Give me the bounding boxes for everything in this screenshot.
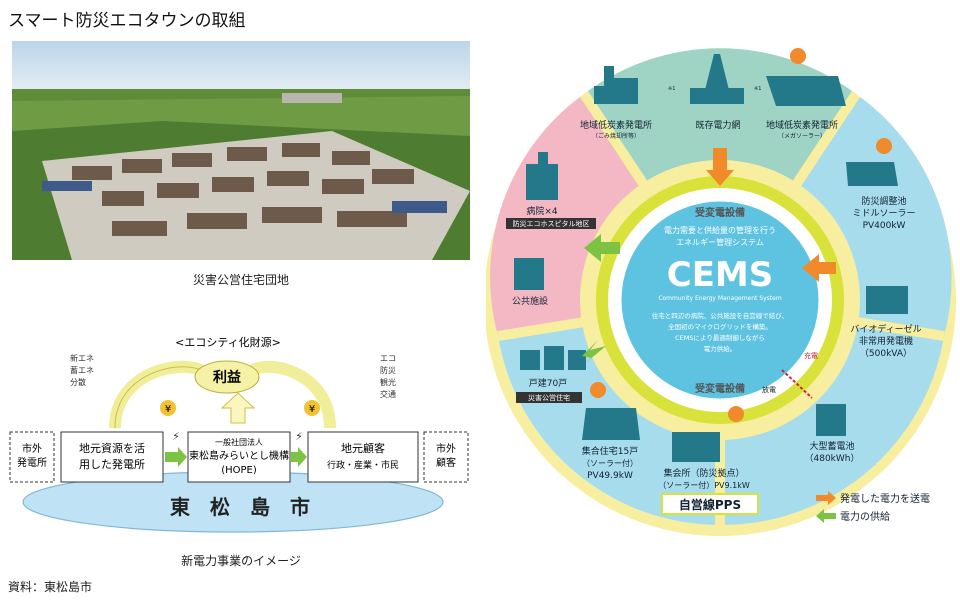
corp-small: 一般社団法人 [215,437,263,447]
hospital-label: 病院×4 [526,205,558,217]
cems-desc-1: 住宅と四辺の病院、公共施設を自営線で結び、 [652,311,789,320]
lightning-icon: ⚡ [172,430,180,443]
svg-text:¥: ¥ [309,404,315,415]
green-arrow-hospital [584,234,620,262]
note-mark-1: ※1 [668,86,675,92]
city-label: 東 松 島 市 [170,495,310,519]
apartment-2: （ソーラー付） [582,458,638,468]
right-note-4: 交通 [380,389,396,399]
apartment-3: PV49.9kW [587,471,633,481]
left-note-2: 蓄エネ [70,365,94,375]
discharge-label: 放電 [762,385,776,394]
cems-line2: エネルギー管理システム [676,237,764,247]
cems-desc-4: 電力供給。 [704,344,737,353]
hospital-icon [526,152,558,200]
meeting-hall-icon [672,432,720,462]
pps-label: 自営線PPS [679,497,741,512]
houses-tag: 災害公営住宅 [528,393,570,402]
hospital-tag: 防災エコホスピタル地区 [513,219,590,228]
plant-waste-2: （ごみ焼却所等） [592,132,640,140]
factory-icon [594,66,638,104]
power-arrow-1 [165,447,187,467]
sun-icon [876,138,892,154]
cems-title: CEMS [667,255,774,295]
power-tower-icon [690,54,744,104]
battery-1: 大型蓄電池 [809,440,854,452]
corp-abbr: (HOPE) [221,465,257,476]
ring-bottom-label: 受変電設備 [695,382,745,395]
legend-send: 発電した電力を送電 [840,492,930,505]
yen-coin-right: ¥ [304,400,320,416]
outside-plant-1: 市外 [22,442,42,455]
houses-icon [520,346,586,370]
houses-label: 戸建70戸 [529,377,567,389]
outside-plant-2: 発電所 [17,456,47,469]
page-title: スマート防災エコタウンの取組 [8,11,246,31]
left-note-1: 新エネ [70,353,94,363]
outside-customer-1: 市外 [436,442,456,455]
sun-icon [590,382,606,398]
new-power-business-diagram: 東 松 島 市 利益 <エコシティ化財源> 新エネ 蓄エネ 分散 エコ 防災 観… [9,335,469,533]
plant-waste-1: 地域低炭素発電所 [580,119,652,131]
left-note-3: 分散 [70,377,86,387]
bio-2: 非常用発電機 [859,335,913,347]
plant-mega-2: （メガソーラー） [778,132,826,140]
cems-desc-2: 全国初のマイクログリッドを構築。 [668,322,772,331]
battery-2: （480kWh） [805,453,860,464]
corp-name: 東松島みらいとし機構 [189,449,289,462]
bio-3: （500kVA） [860,348,912,359]
profit-cloud: 利益 [194,360,260,394]
cems-core [618,198,822,402]
public-label: 公共施設 [512,295,548,307]
local-customers: 地元顧客 [341,441,385,455]
cems-diagram: 受変電設備 受変電設備 電力需要と供給量の管理を行う エネルギー管理システム C… [486,48,956,536]
right-note-3: 観光 [380,377,396,387]
svg-text:¥: ¥ [165,404,171,415]
right-note-2: 防災 [380,365,396,375]
right-note-1: エコ [380,354,396,363]
aerial-photo [12,41,470,260]
flow-caption: 新電力事業のイメージ [181,554,301,568]
solar-battery-1: 防災調整池 [861,195,906,207]
photo-caption: 災害公営住宅団地 [192,273,289,287]
plant-mega-1: 地域低炭素発電所 [766,119,838,131]
mid-solar-icon [846,162,898,186]
svg-text:利益: 利益 [213,369,241,386]
solar-battery-3: PV400kW [863,221,906,231]
ring-top-label: 受変電設備 [695,206,745,219]
public-facility-icon [514,258,544,290]
charge-label: 充電 [804,351,818,360]
apartment-1: 集合住宅15戸 [582,445,638,457]
solar-panel-icon [766,76,846,106]
meeting-1: 集会所（防災拠点） [663,467,744,479]
source-label: <エコシティ化財源> [175,335,281,349]
bio-1: バイオディーゼル [850,323,921,335]
battery-icon [816,404,846,436]
green-arrow-houses [582,340,606,364]
lightning-icon: ⚡ [295,430,303,443]
legend-green-arrow [816,509,836,523]
sun-icon [790,48,806,64]
note-mark-2: ※1 [754,86,761,92]
legend-supply: 電力の供給 [840,510,890,523]
solar-battery-2: ミドルソーラー [852,208,915,219]
meeting-2: （ソーラー付）PV9.1kW [658,480,750,490]
bio-generator-icon [866,286,908,314]
orange-arrow-solar [802,254,836,282]
legend-orange-arrow [816,491,836,505]
cems-subtitle: Community Energy Management System [658,295,782,302]
source-note: 資料：東松島市 [8,580,93,594]
local-customers-sub: 行政・産業・市民 [327,459,399,471]
apartment-icon [582,408,640,440]
outside-customer-2: 顧客 [436,456,456,469]
power-arrow-2 [291,447,307,467]
cems-desc-3: CEMSにより最適制御しながら [675,333,765,342]
orange-arrow-top [706,148,734,186]
grid-label: 既存電力網 [695,119,740,131]
sun-icon [728,406,744,422]
local-plant-1: 地元資源を活 [79,441,145,455]
cems-line1: 電力需要と供給量の管理を行う [664,225,776,235]
local-plant-2: 用した発電所 [79,457,145,471]
yen-coin-left: ¥ [160,400,176,416]
